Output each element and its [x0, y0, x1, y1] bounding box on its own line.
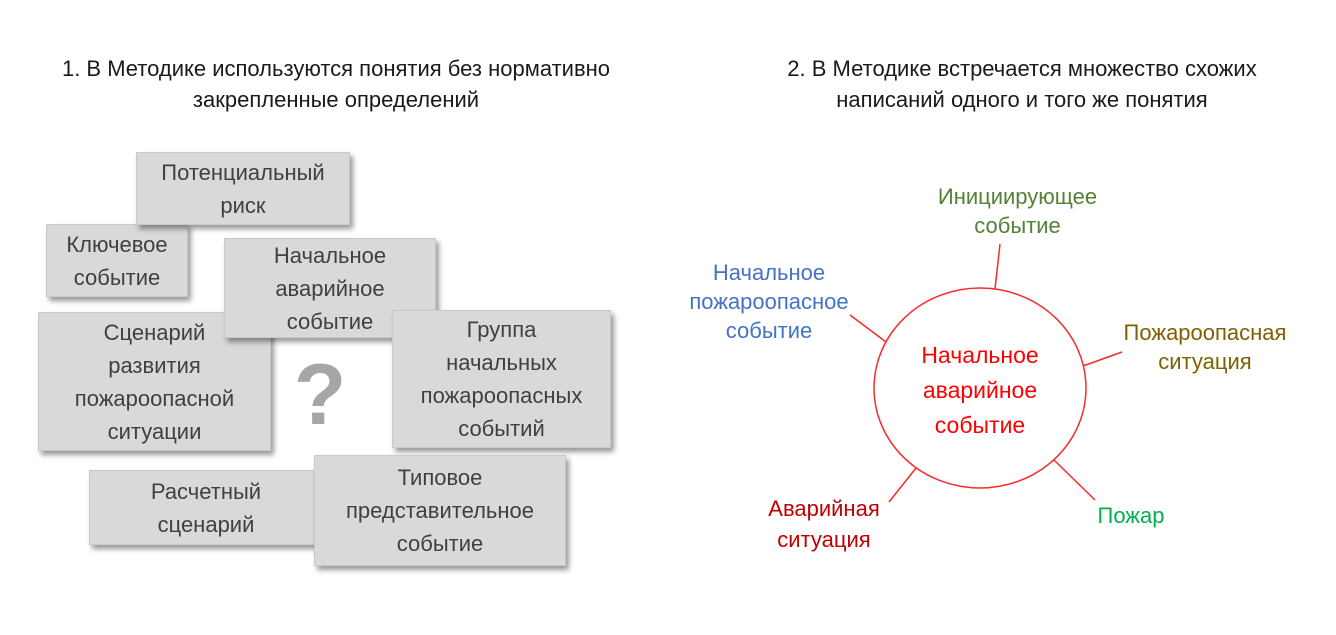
spoke-label-initial-fire-hazard-event: Начальное пожароопасное событие [689, 260, 849, 343]
spoke-label-emergency-situation: Аварийная ситуация [768, 496, 880, 552]
concept-box-calculated-scenario: Расчетный сценарий [89, 470, 323, 545]
left-section-title: 1. В Методике используются понятия без н… [61, 56, 611, 112]
question-mark-icon: ? [293, 347, 347, 443]
concept-box-potential-risk: Потенциальный риск [136, 152, 350, 225]
spoke-line-initiating-event [994, 243, 1001, 290]
spoke-label-fire: Пожар [1097, 503, 1165, 528]
spoke-label-initiating-event: Инициирующее событие [937, 184, 1098, 238]
concept-box-group-of-initial-fire-events: Группа начальных пожароопасных событий [392, 310, 611, 448]
spoke-line-fire [1053, 459, 1096, 501]
center-node-label: Начальное аварийное событие [921, 342, 1039, 438]
right-section-title: 2. В Методике встречается множество схож… [787, 56, 1257, 112]
concept-box-typical-representative-event: Типовое представительное событие [314, 455, 566, 566]
spoke-label-fire-hazard-situation: Пожароопасная ситуация [1123, 320, 1287, 374]
concept-box-initial-accident-event: Начальное аварийное событие [224, 238, 436, 338]
concept-box-key-event: Ключевое событие [46, 224, 188, 297]
